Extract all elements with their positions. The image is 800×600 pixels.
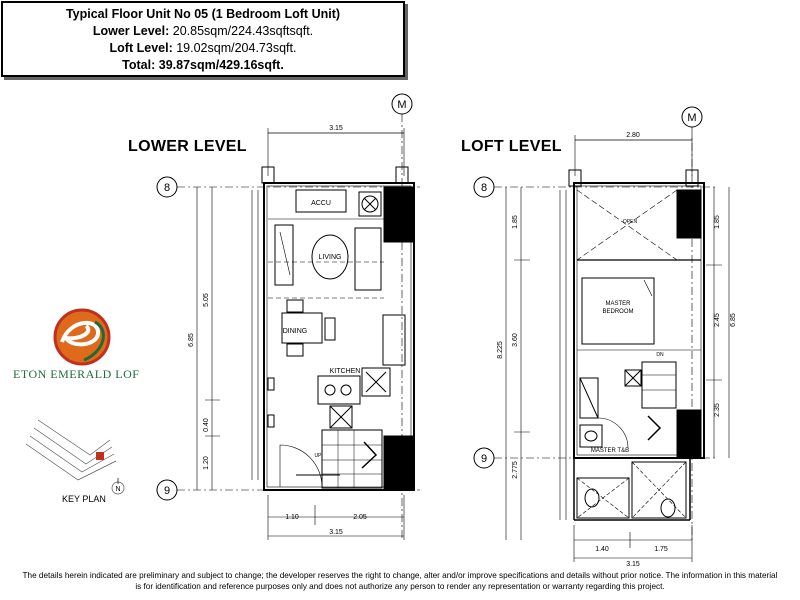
lower-level-area: Lower Level: 20.85sqm/224.43sqftsqft.	[3, 23, 403, 40]
unit-info-box: Typical Floor Unit No 05 (1 Bedroom Loft…	[1, 1, 405, 77]
dim-lower-left-upper: 5.05	[203, 293, 210, 307]
brand-name: ETON EMERALD LOF	[13, 367, 140, 381]
dim-lower-bottom-a: 1.10	[285, 514, 299, 521]
dim-loft-right-245: 2.45	[714, 313, 721, 327]
dim-lower-top: 3.15	[329, 125, 343, 132]
total-area: Total: 39.87sqm/429.16sqft.	[122, 58, 284, 72]
grid-label-9-loft: 9	[481, 453, 487, 465]
dim-loft-bottom-total: 3.15	[626, 561, 640, 568]
dim-lower-bottom-total: 3.15	[329, 529, 343, 536]
north-arrow-label: N	[115, 486, 120, 493]
key-plan-label: KEY PLAN	[62, 494, 106, 504]
loft-level-value: 19.02sqm/204.73sqft.	[176, 41, 297, 55]
grid-label-8-lower: 8	[164, 182, 170, 194]
dim-lower-bottom-b: 2.05	[353, 514, 367, 521]
unit-title: Typical Floor Unit No 05 (1 Bedroom Loft…	[65, 7, 341, 21]
room-label-master-tb: MASTER T&B	[591, 448, 629, 454]
stair-label-up: UP	[315, 453, 323, 459]
dim-loft-right-235: 2.35	[714, 403, 721, 417]
living-table	[311, 234, 349, 280]
dim-lower-left-main: 6.85	[188, 333, 195, 347]
room-label-living: LIVING	[319, 254, 342, 261]
room-label-master-2: BEDROOM	[602, 309, 633, 315]
dim-loft-right-185: 1.85	[714, 215, 721, 229]
grid-label-9-lower: 9	[164, 485, 170, 497]
dim-loft-left-total: 8.225	[497, 341, 504, 359]
lower-level-heading: LOWER LEVEL	[128, 138, 247, 155]
grid-label-m-loft: M	[687, 112, 696, 124]
dim-lower-left-120: 1.20	[203, 456, 210, 470]
dim-loft-bottom-b: 1.75	[654, 546, 668, 553]
dim-loft-bottom-a: 1.40	[595, 546, 609, 553]
dim-loft-top: 2.80	[626, 132, 640, 139]
lower-level-label: Lower Level:	[92, 24, 170, 38]
dim-loft-left-2775: 2.775	[512, 461, 519, 479]
open-to-below-label: OPEN	[623, 219, 638, 225]
disclaimer: The details herein indicated are prelimi…	[4, 570, 796, 592]
loft-level-heading: LOFT LEVEL	[461, 138, 562, 155]
dim-loft-right-total: 6.85	[730, 313, 737, 327]
disclaimer-line-1: The details herein indicated are prelimi…	[22, 571, 778, 580]
accu-unit	[295, 189, 347, 213]
disclaimer-line-2: is for identification and reference purp…	[135, 582, 665, 591]
eton-logo	[53, 308, 111, 366]
dim-lower-left-040: 0.40	[203, 418, 210, 432]
room-label-kitchen: KITCHEN	[330, 368, 361, 375]
loft-level-label: Loft Level:	[109, 41, 173, 55]
loft-level-area: Loft Level: 19.02sqm/204.73sqft.	[3, 40, 403, 57]
grid-label-8-loft: 8	[481, 182, 487, 194]
dim-loft-left-360: 3.60	[512, 333, 519, 347]
key-plan-drawing	[25, 419, 125, 495]
room-label-master-1: MASTER	[605, 301, 631, 307]
dim-loft-left-185: 1.85	[512, 215, 519, 229]
room-label-accu: ACCU	[311, 200, 331, 207]
lower-level-value: 20.85sqm/224.43sqftsqft.	[172, 24, 314, 38]
stair-label-dn: DN	[656, 352, 664, 358]
grid-label-m-lower: M	[397, 99, 406, 111]
room-label-dining: DINING	[283, 328, 308, 335]
master-bed	[581, 277, 655, 345]
